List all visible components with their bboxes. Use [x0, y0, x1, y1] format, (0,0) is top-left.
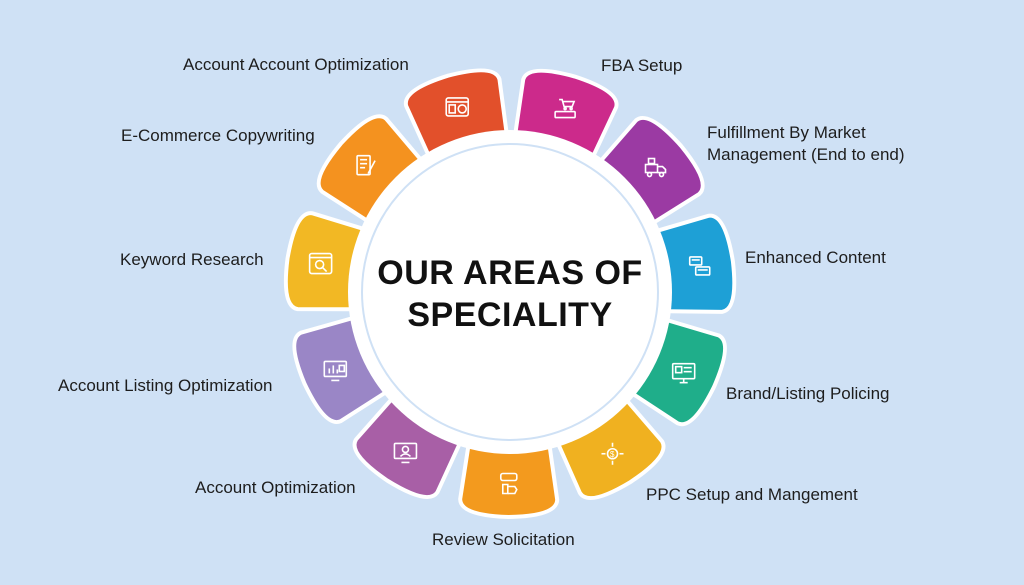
label-ecommerce-copywriting: E-Commerce Copywriting [121, 126, 315, 145]
content-blocks-icon [688, 256, 711, 276]
browser-search-icon [308, 252, 333, 275]
label-enhanced-content: Enhanced Content [745, 248, 886, 267]
center-title: OUR AREAS OF SPECIALITY [362, 252, 658, 336]
rating-hand-icon [499, 472, 518, 495]
label-fulfillment-by-market: Fulfillment By Market Management (End to… [707, 123, 905, 164]
monitor-listing-icon [671, 362, 696, 384]
document-pen-icon [356, 154, 376, 176]
label-keyword-research: Keyword Research [120, 250, 264, 269]
monitor-user-icon [393, 442, 418, 464]
delivery-truck-icon [644, 157, 667, 178]
center-title-line1: OUR AREAS OF [377, 254, 643, 292]
browser-analytics-icon [445, 97, 470, 117]
label-review-solicitation: Review Solicitation [432, 530, 575, 549]
center-title-line2: SPECIALITY [407, 296, 613, 334]
label-fba-setup: FBA Setup [601, 56, 683, 75]
label-account-optimization: Account Optimization [195, 478, 356, 497]
label-brand-listing-policing: Brand/Listing Policing [726, 384, 890, 403]
cart-laptop-icon [554, 98, 576, 119]
svg-text:$: $ [610, 450, 615, 459]
label-account-listing-optimization: Account Listing Optimization [58, 376, 273, 395]
target-dollar-icon: $ [601, 442, 624, 465]
label-ppc-setup: PPC Setup and Mangement [646, 485, 858, 504]
label-account-account-optimization: Account Account Optimization [183, 55, 409, 74]
monitor-chart-icon [323, 360, 348, 382]
center-circle [361, 143, 659, 441]
